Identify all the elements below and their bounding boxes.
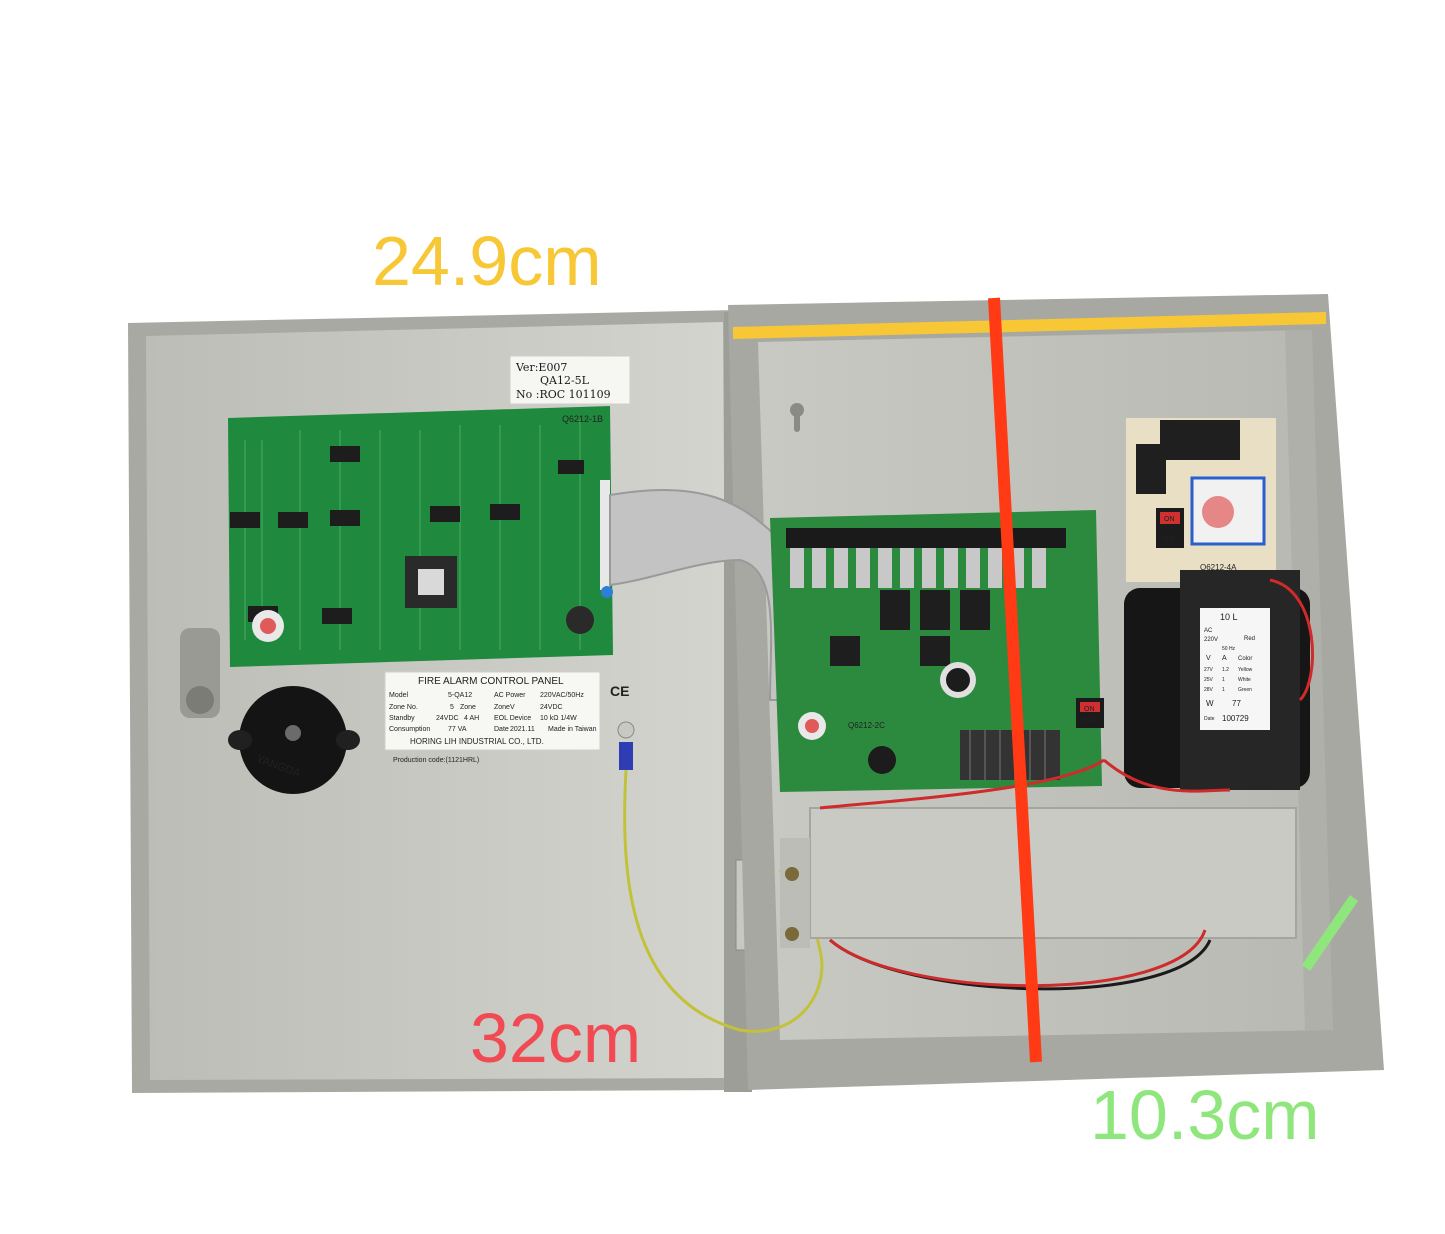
ac-power-value: 220VAC/50Hz	[540, 692, 584, 699]
buzzer: YANGDA	[228, 686, 360, 794]
made-in: Made in Taiwan	[548, 726, 597, 733]
width-dimension-label: 24.9cm	[372, 222, 602, 300]
row2-v: 25V	[1204, 677, 1214, 683]
transformer-date-value: 100729	[1222, 714, 1249, 723]
transformer-w-value: 77	[1232, 699, 1241, 708]
power-module: ON OFF Q6212-4A	[1126, 418, 1276, 582]
main-switch-on: ON	[1084, 706, 1095, 713]
transformer-freq: 50 Hz	[1222, 646, 1236, 652]
row3-v: 28V	[1204, 687, 1214, 693]
display-pcb: Q6212-1B	[228, 406, 613, 667]
keyhole-slot	[790, 403, 804, 432]
production-code: Production code:(1121HRL)	[393, 757, 479, 764]
zone-unit: Zone	[460, 704, 476, 711]
width-dimension-line	[732, 312, 1327, 339]
row3-a: 1	[1222, 687, 1225, 693]
col-v: V	[1206, 655, 1211, 662]
consumption-label: Consumption	[389, 726, 430, 733]
depth-dimension-line	[1301, 895, 1359, 971]
consumption-value: 77 VA	[448, 726, 467, 733]
model-label: Model	[389, 692, 409, 699]
zone-no-value: 5	[450, 704, 454, 711]
power-board-code: Q6212-4A	[1200, 563, 1237, 572]
date-label: Date	[494, 726, 509, 733]
version-line-1: Ver:E007	[515, 361, 567, 374]
zone-v-value: 24VDC	[540, 704, 563, 711]
date-value: 2021.11	[510, 726, 535, 733]
model-value: 5-QA12	[448, 692, 472, 699]
zone-no-label: Zone No.	[389, 704, 418, 711]
eol-label: EOL Device	[494, 715, 531, 722]
version-line-2: QA12-5L	[540, 374, 590, 387]
display-board-code: Q6212-1B	[562, 414, 603, 424]
module-switch-off: OFF	[1161, 536, 1175, 543]
row2-a: 1	[1222, 677, 1225, 683]
transformer-ac: AC	[1204, 628, 1213, 634]
row2-color: White	[1238, 677, 1251, 683]
transformer-w-label: W	[1206, 699, 1214, 708]
version-sticker: Ver:E007 QA12-5L No :ROC 101109	[509, 355, 631, 405]
eol-value: 10 kΩ 1/4W	[540, 715, 577, 722]
row3-color: Green	[1238, 687, 1252, 693]
standby-value: 24VDC	[436, 715, 459, 722]
transformer-red: Red	[1244, 636, 1255, 642]
battery-bracket	[780, 807, 1297, 948]
row1-color: Yellow	[1238, 667, 1253, 673]
nameplate: FIRE ALARM CONTROL PANEL CE Model 5-QA12…	[384, 671, 629, 764]
standby-label: Standby	[389, 715, 415, 722]
depth-dimension-label: 10.3cm	[1090, 1076, 1320, 1154]
col-color: Color	[1238, 656, 1252, 662]
main-pcb: Q6212-2C	[770, 510, 1102, 792]
ce-mark: CE	[610, 683, 629, 699]
main-board-code: Q6212-2C	[848, 721, 885, 730]
row1-v: 27V	[1204, 667, 1214, 673]
row1-a: 1.2	[1222, 667, 1229, 673]
standby-ah: 4 AH	[464, 715, 479, 722]
door-lock	[180, 628, 220, 718]
zone-v-label: ZoneV	[494, 704, 515, 711]
main-power-switch: ON OFF	[1076, 698, 1104, 728]
col-a: A	[1222, 655, 1227, 662]
nameplate-title: FIRE ALARM CONTROL PANEL	[418, 676, 564, 687]
transformer-date-label: Date	[1204, 716, 1215, 722]
transformer-voltage: 220V	[1204, 637, 1218, 643]
module-switch-on: ON	[1164, 516, 1175, 523]
transformer-header: 10 L	[1220, 612, 1238, 622]
height-dimension-line	[988, 297, 1042, 1063]
height-dimension-label: 32cm	[470, 999, 642, 1077]
version-line-3: No :ROC 101109	[516, 388, 611, 401]
ac-power-label: AC Power	[494, 692, 526, 699]
transformer: 10 L AC 220V 50 Hz Red V A Color 27V 1.2…	[1124, 570, 1310, 790]
main-switch-off: OFF	[1081, 718, 1095, 725]
manufacturer: HORING LIH INDUSTRIAL CO., LTD.	[410, 737, 544, 746]
